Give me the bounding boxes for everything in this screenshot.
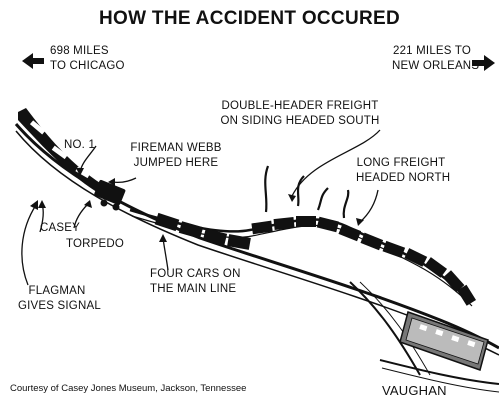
label-fireman-webb-line1: FIREMAN WEBB <box>128 141 224 156</box>
new-orleans-distance: 221 MILES TO NEW ORLEANS <box>392 44 472 74</box>
new-orleans-distance-line1: 221 MILES TO <box>392 44 472 59</box>
label-flagman-line2: GIVES SIGNAL <box>18 299 96 314</box>
label-four-cars: FOUR CARS ON THE MAIN LINE <box>150 267 236 297</box>
smoke-plumes <box>265 166 348 218</box>
label-vaughan: VAUGHAN <box>382 383 447 398</box>
label-long-freight-line1: LONG FREIGHT <box>356 156 446 171</box>
diagram-title: HOW THE ACCIDENT OCCURED <box>0 8 499 30</box>
label-four-cars-line1: FOUR CARS ON <box>150 267 236 282</box>
label-fireman-webb-line2: JUMPED HERE <box>128 156 224 171</box>
label-long-freight-line2: HEADED NORTH <box>356 171 446 186</box>
label-long-freight: LONG FREIGHT HEADED NORTH <box>356 156 446 186</box>
chicago-distance: 698 MILES TO CHICAGO <box>50 44 125 74</box>
museum-credit: Courtesy of Casey Jones Museum, Jackson,… <box>10 383 246 394</box>
new-orleans-distance-line2: NEW ORLEANS <box>392 59 472 74</box>
label-casey: CASEY <box>40 221 80 236</box>
label-double-header-line2: ON SIDING HEADED SOUTH <box>220 114 380 129</box>
chicago-distance-line2: TO CHICAGO <box>50 59 125 74</box>
label-no1: NO. 1 <box>64 138 95 153</box>
label-double-header: DOUBLE-HEADER FREIGHT ON SIDING HEADED S… <box>220 99 380 129</box>
label-flagman: FLAGMAN GIVES SIGNAL <box>18 284 96 314</box>
chicago-distance-line1: 698 MILES <box>50 44 125 59</box>
label-torpedo: TORPEDO <box>66 237 124 252</box>
label-flagman-line1: FLAGMAN <box>18 284 96 299</box>
train-no1 <box>18 108 126 211</box>
label-four-cars-line2: THE MAIN LINE <box>150 282 236 297</box>
arrow-left-icon <box>22 53 44 69</box>
label-double-header-line1: DOUBLE-HEADER FREIGHT <box>220 99 380 114</box>
label-fireman-webb: FIREMAN WEBB JUMPED HERE <box>128 141 224 171</box>
